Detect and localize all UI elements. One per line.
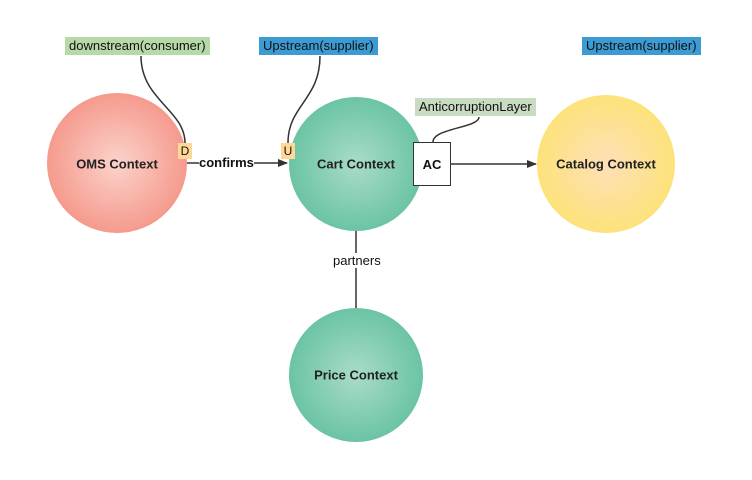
cart-context-label: Cart Context <box>316 156 396 172</box>
upstream-marker: U <box>281 143 295 159</box>
anticorruption-layer-box[interactable]: AC <box>413 142 451 186</box>
oms-context-circle[interactable] <box>47 93 187 233</box>
catalog-upstream-supplier-tag: Upstream(supplier) <box>582 37 701 55</box>
cart-context-circle[interactable] <box>289 97 423 231</box>
anticorruption-layer-tag: AnticorruptionLayer <box>415 98 536 116</box>
price-context-label: Price Context <box>314 367 398 383</box>
catalog-context-circle[interactable] <box>537 95 675 233</box>
partners-label: partners <box>331 253 383 268</box>
downstream-tag-connector <box>140 55 186 144</box>
downstream-marker: D <box>178 143 192 159</box>
upstream-tag-connector <box>287 55 321 144</box>
acl-tag-connector <box>432 116 480 143</box>
price-context-circle[interactable] <box>289 308 423 442</box>
confirms-label: confirms <box>199 155 254 170</box>
cart-upstream-supplier-tag: Upstream(supplier) <box>259 37 378 55</box>
ac-box-label: AC <box>422 156 442 172</box>
catalog-context-label: Catalog Context <box>556 156 656 172</box>
downstream-consumer-tag: downstream(consumer) <box>65 37 210 55</box>
oms-context-label: OMS Context <box>76 156 158 172</box>
